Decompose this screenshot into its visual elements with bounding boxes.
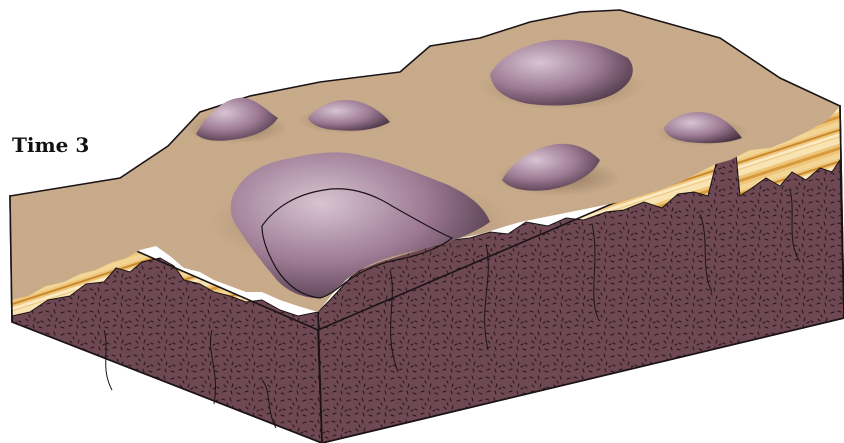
time-label: Time 3	[12, 133, 89, 157]
